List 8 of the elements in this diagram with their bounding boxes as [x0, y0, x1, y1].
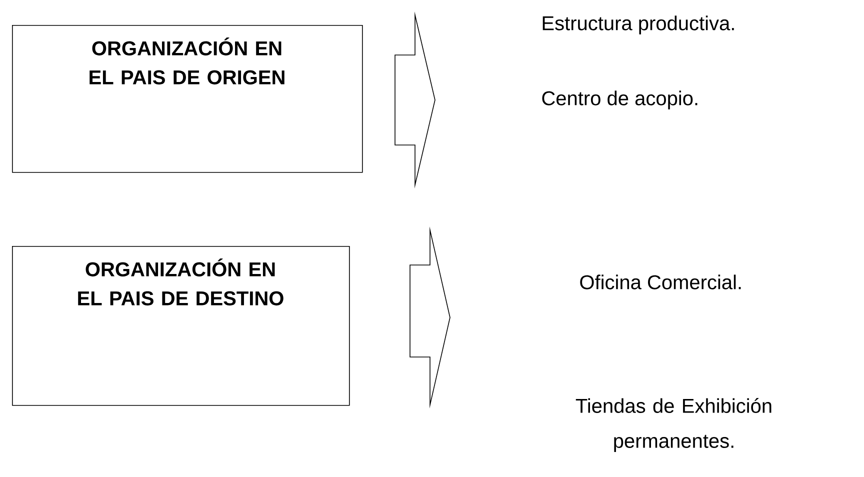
block-arrow: [410, 226, 450, 409]
text-box: ORGANIZACIÓN EN EL PAIS DE DESTINO: [12, 246, 350, 406]
block-arrow: [394, 12, 436, 188]
item-text: Oficina Comercial.: [580, 274, 741, 290]
item-text: Estructura productiva.: [542, 16, 734, 34]
item-text: Centro de acopio.: [542, 90, 698, 110]
text-box: ORGANIZACIÓN EN EL PAIS DE ORIGEN: [12, 25, 363, 173]
item-text: Tiendas de Exhibición permanentes.: [576, 398, 772, 452]
